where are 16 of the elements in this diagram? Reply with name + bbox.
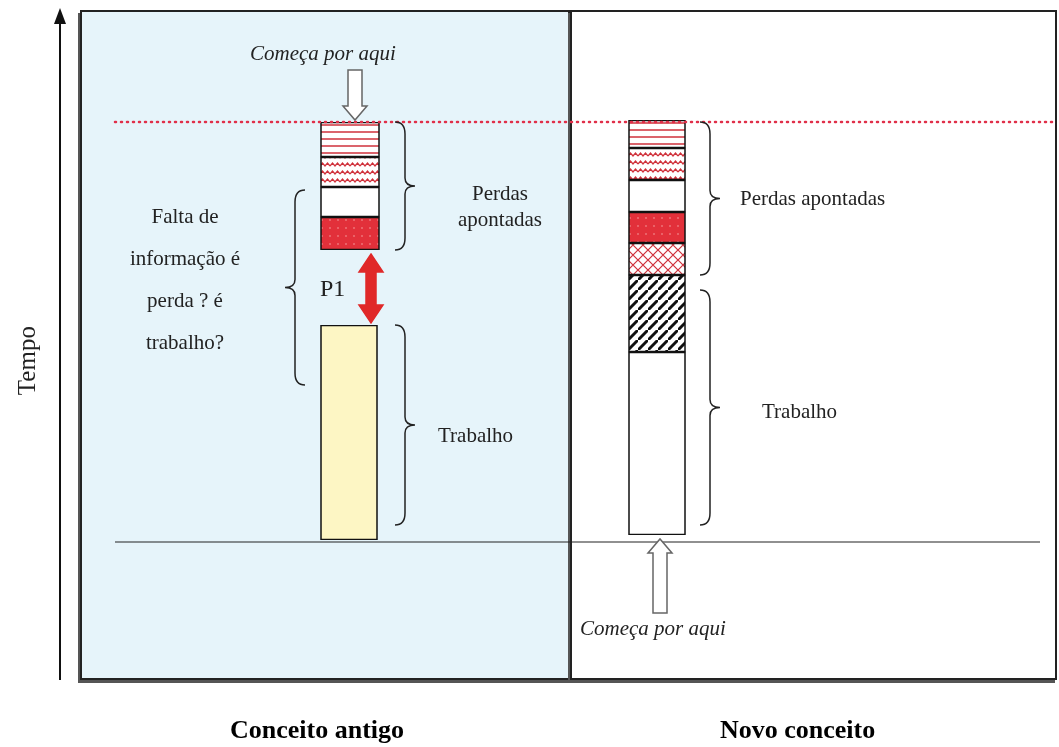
stacked-bar [320, 325, 378, 540]
panel-heading: Conceito antigo [230, 715, 405, 745]
panel-heading: Novo conceito [720, 715, 876, 745]
start-note: Começa por aqui [580, 615, 726, 642]
arrow [646, 537, 674, 614]
axis-label: Tempo [11, 326, 41, 396]
stacked-bar [320, 122, 380, 250]
start-note: Começa por aqui [250, 40, 396, 67]
arrow [357, 252, 385, 325]
note: Perdas apontadas [457, 180, 543, 233]
note: Trabalho [438, 422, 515, 449]
note: Trabalho [762, 398, 839, 425]
note: Falta de informação é perda ? é trabalho? [128, 203, 242, 356]
arrow [341, 69, 369, 122]
stacked-bar [628, 120, 686, 535]
note: Perdas apontadas [740, 185, 887, 212]
